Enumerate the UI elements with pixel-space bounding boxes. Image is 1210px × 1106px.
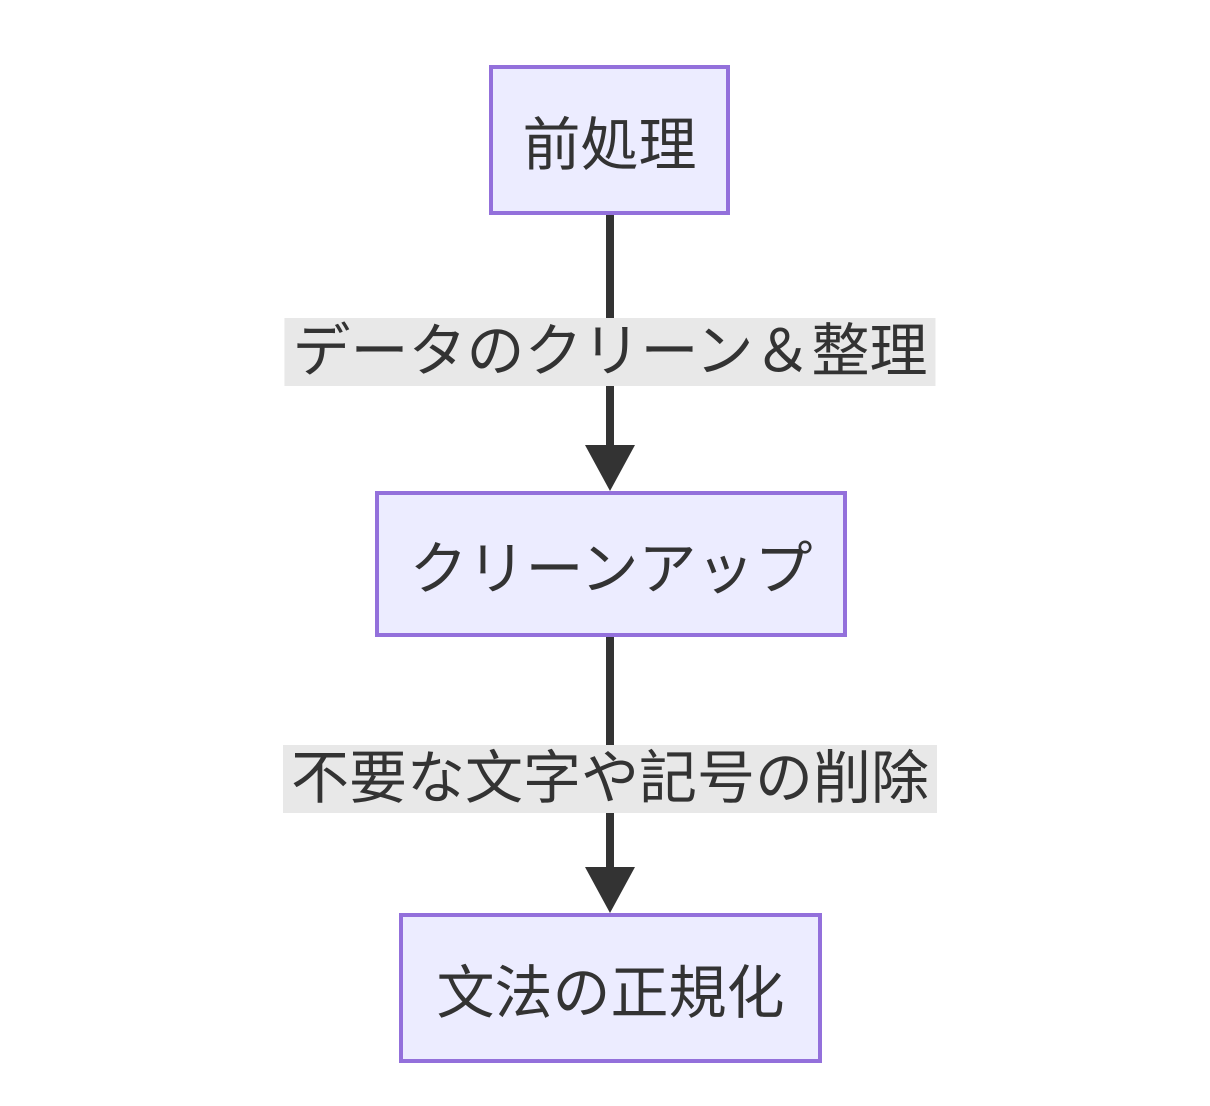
edge-label-remove-unnecessary-characters: 不要な文字や記号の削除	[282, 745, 938, 813]
edge-label-clean-and-organize: データのクリーン＆整理	[284, 318, 936, 386]
flowchart-node-preprocessing: 前処理	[489, 65, 730, 215]
flowchart-node-grammar-normalization: 文法の正規化	[399, 913, 822, 1063]
arrowhead-down-icon	[585, 867, 635, 913]
flowchart-node-cleanup: クリーンアップ	[375, 491, 847, 637]
node-label: 前処理	[522, 113, 697, 178]
node-label: 文法の正規化	[436, 961, 785, 1026]
node-label: クリーンアップ	[409, 537, 813, 602]
arrowhead-down-icon	[585, 445, 635, 491]
